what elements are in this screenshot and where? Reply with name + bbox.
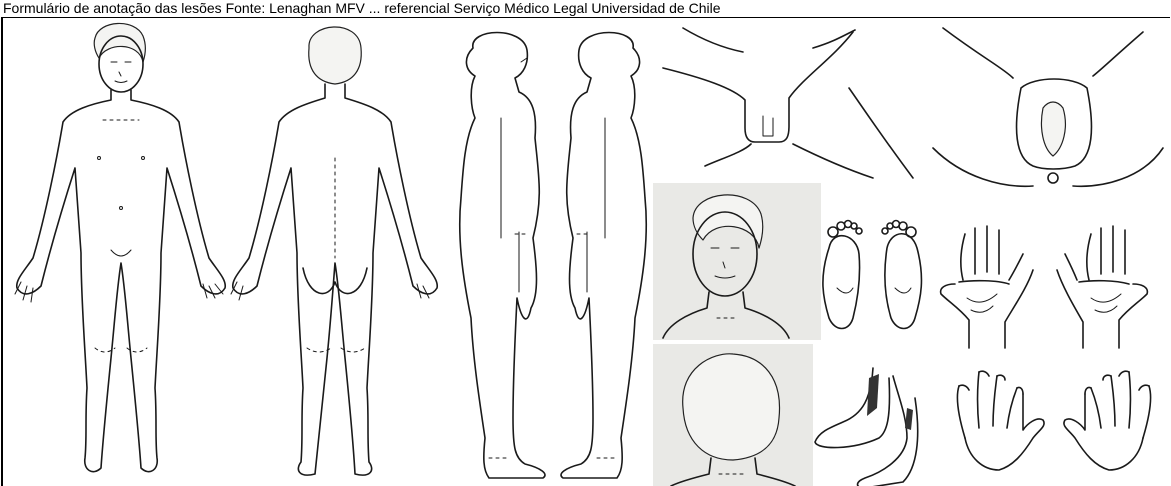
feet-side-icon (815, 368, 918, 486)
body-side-right-icon (561, 33, 646, 479)
body-side-left-icon (460, 33, 545, 479)
hand-palms-icon (941, 226, 1148, 348)
body-diagram-svg (3, 18, 1170, 486)
lesion-form-frame (1, 17, 1170, 486)
child-body-front-icon (15, 23, 225, 471)
foot-soles-icon (823, 221, 922, 329)
female-genital-icon (933, 28, 1163, 186)
hand-backs-icon (957, 371, 1150, 470)
child-body-back-icon (231, 27, 437, 475)
male-genital-icon (663, 28, 913, 178)
caption-text: Formulário de anotação das lesões Fonte:… (3, 0, 1163, 18)
